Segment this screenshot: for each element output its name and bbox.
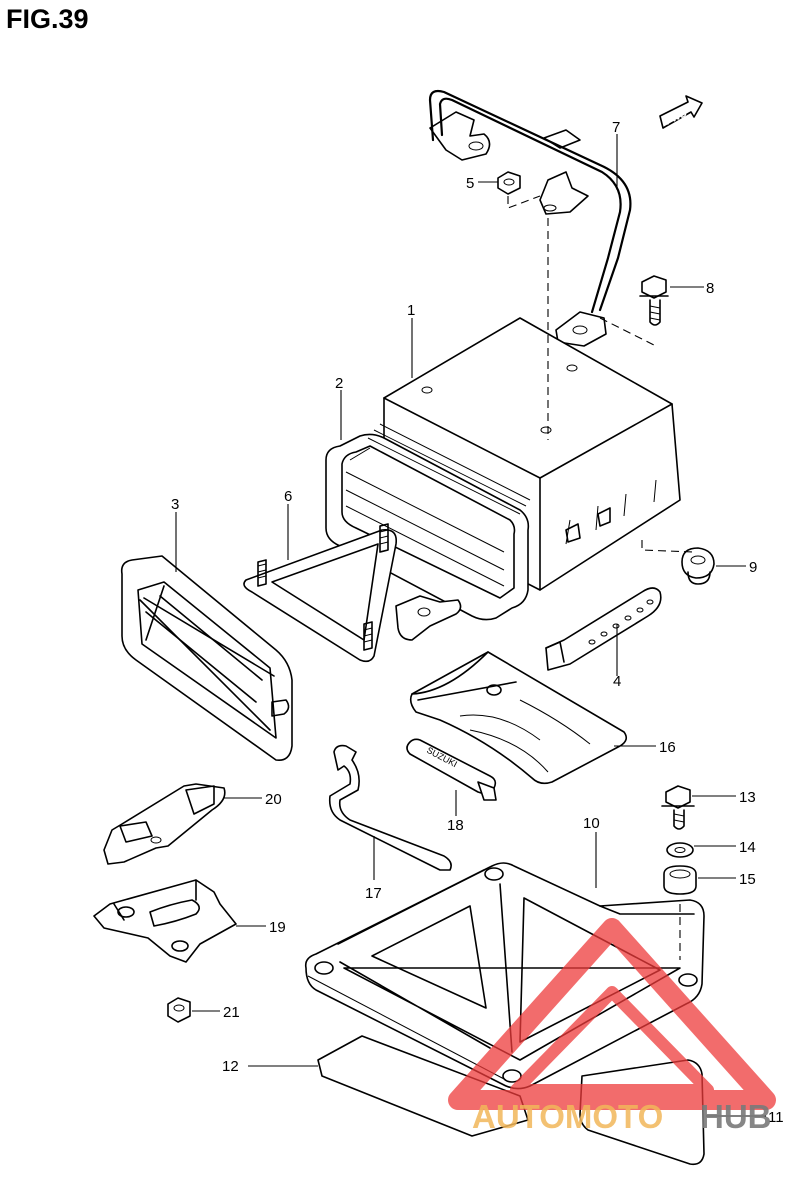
callout-13: 13 xyxy=(739,789,756,806)
part-5-nut xyxy=(497,171,521,195)
watermark-text-right: HUB xyxy=(700,1098,772,1135)
callout-20: 20 xyxy=(265,791,282,808)
callout-6: 6 xyxy=(284,488,292,505)
callout-14: 14 xyxy=(739,839,756,856)
callout-3: 3 xyxy=(171,496,179,513)
callout-11: 11 xyxy=(768,1109,784,1126)
fwd-arrow-label: FWD xyxy=(664,108,689,128)
callout-4: 4 xyxy=(613,673,621,690)
callout-18: 18 xyxy=(447,817,464,834)
figure-title: FIG.39 xyxy=(6,4,89,34)
callout-7: 7 xyxy=(612,119,620,136)
part-7-holder-frame xyxy=(428,89,632,347)
part-19-bracket xyxy=(93,879,237,963)
alignment-lines xyxy=(507,195,695,960)
callout-15: 15 xyxy=(739,871,756,888)
callout-2: 2 xyxy=(335,375,343,392)
part-21-nut xyxy=(167,997,191,1023)
callout-12: 12 xyxy=(222,1058,239,1075)
watermark-text-left: AUTOMOTO xyxy=(472,1098,663,1135)
part-6-holder-bracket xyxy=(243,523,462,663)
callout-19: 19 xyxy=(269,919,286,936)
part-16-tool-bag xyxy=(409,651,628,785)
leader-lines xyxy=(175,134,766,1117)
part-9-clip-nut xyxy=(681,547,715,585)
callout-21: 21 xyxy=(223,1004,240,1021)
callout-17: 17 xyxy=(365,885,382,902)
callout-10: 10 xyxy=(583,815,600,832)
part-8-bolt xyxy=(639,275,669,326)
callout-9: 9 xyxy=(749,559,757,576)
part-20-band xyxy=(103,783,226,865)
part-13-bolt xyxy=(661,785,695,830)
callout-16: 16 xyxy=(659,739,676,756)
part-10-tray xyxy=(304,862,705,1090)
fwd-arrow-icon: FWD xyxy=(659,95,703,129)
part-12-pad xyxy=(317,1035,529,1137)
watermark: AUTOMOTO HUB xyxy=(448,918,776,1135)
watermark-logo-icon xyxy=(448,918,776,1110)
callout-numbers: 1 2 3 4 5 6 7 8 9 10 11 12 13 14 15 16 1… xyxy=(171,119,784,1126)
callout-1: 1 xyxy=(407,302,415,319)
part-4-strap xyxy=(545,587,662,671)
callout-5: 5 xyxy=(466,175,474,192)
part-3-battery-holder-plate xyxy=(120,555,293,762)
part-2-box-spacer xyxy=(325,423,531,621)
part-14-washer xyxy=(666,842,694,858)
part-15-grommet xyxy=(663,865,697,895)
part-17-wrench xyxy=(328,744,452,871)
callout-8: 8 xyxy=(706,280,714,297)
part-18-screwdriver: SUZUKI xyxy=(406,738,497,801)
